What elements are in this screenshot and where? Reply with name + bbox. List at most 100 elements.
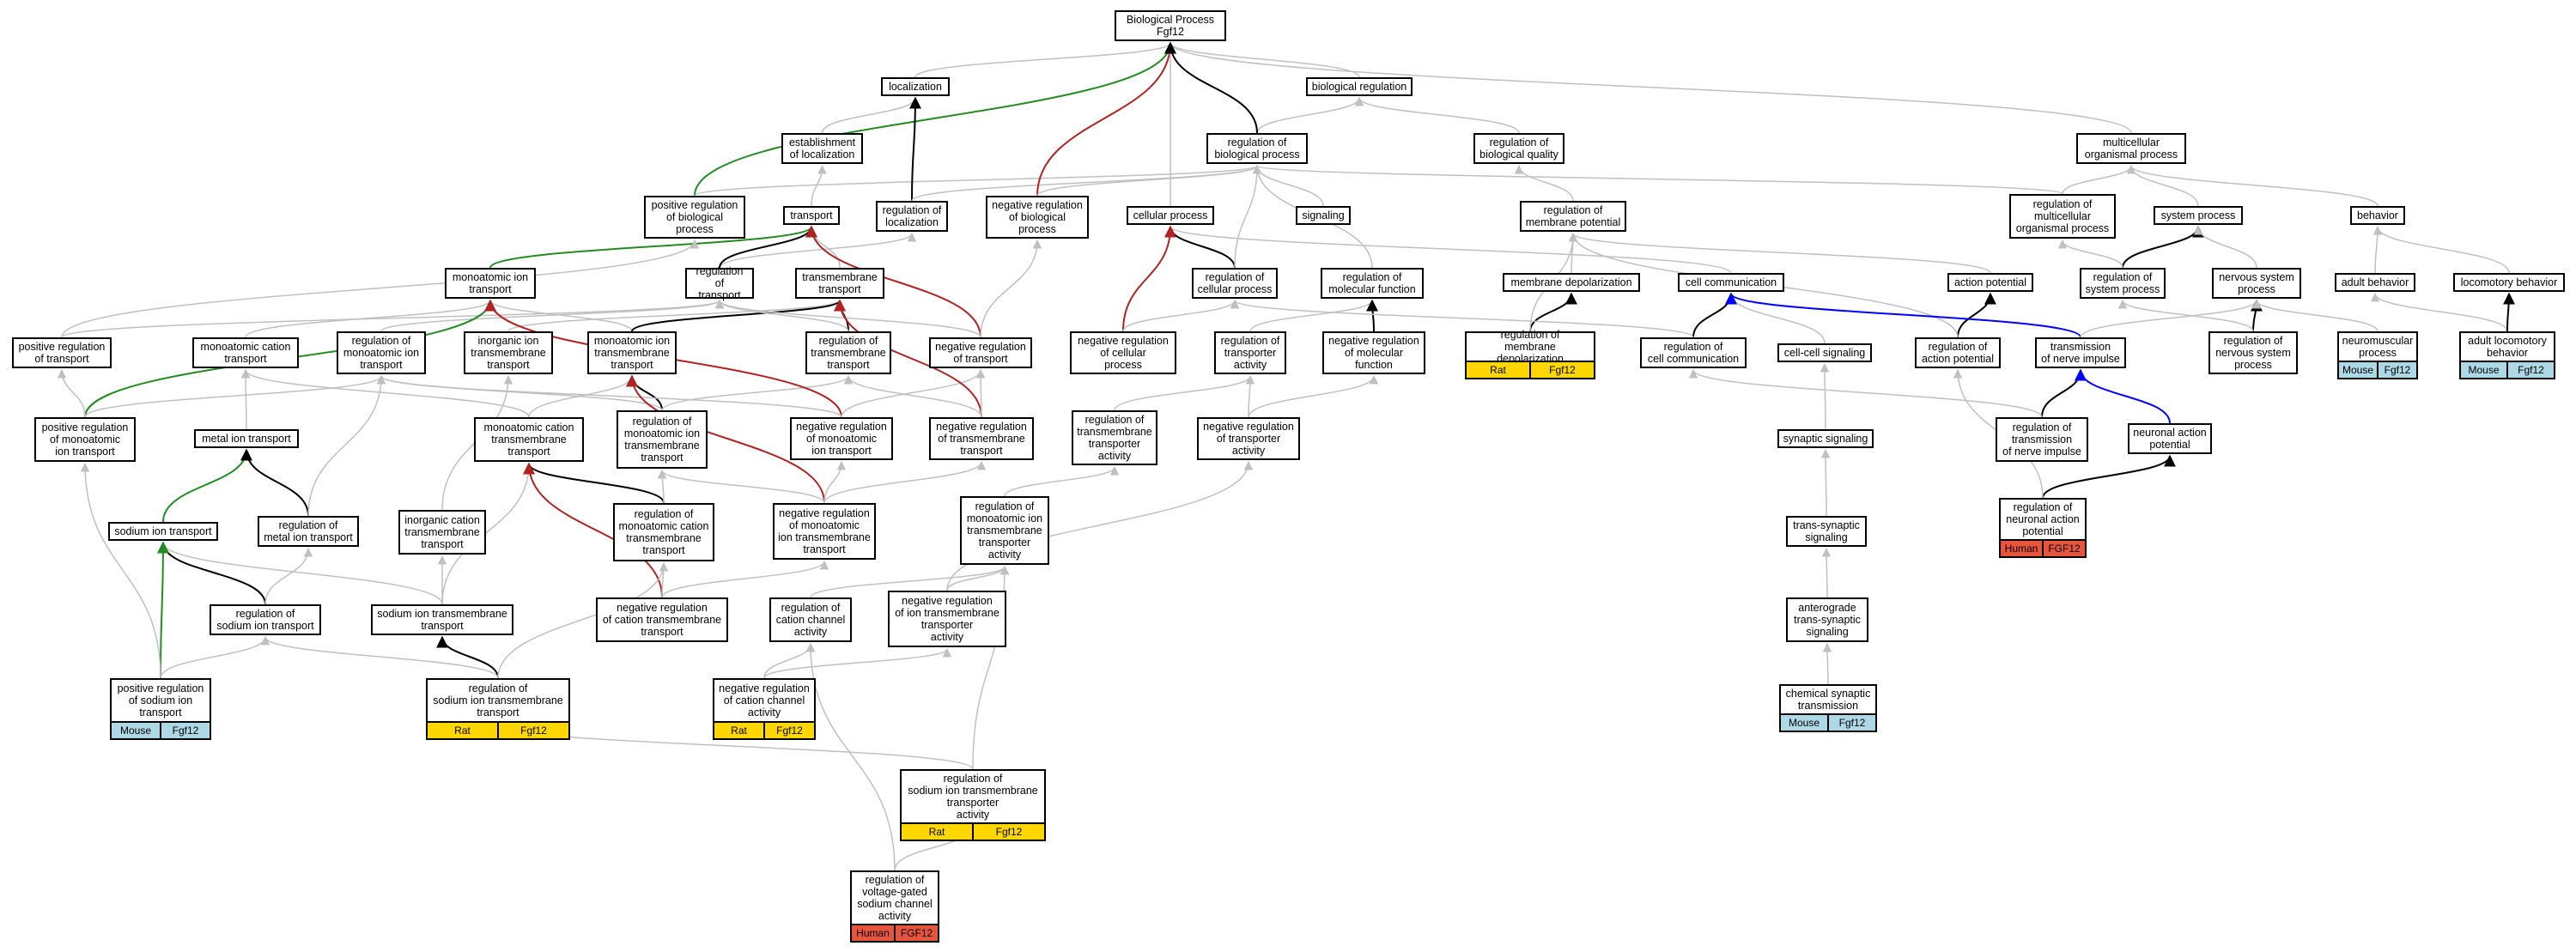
node-positive-regulation-of-biological-process[interactable]: positive regulation of biological proces… — [644, 196, 745, 239]
edge-negregiontmtransporter-to-regmonoiontmtransporter — [946, 565, 1010, 591]
node-metal-ion-transport[interactable]: metal ion transport — [194, 429, 299, 448]
node-monoatomic-cation-transport[interactable]: monoatomic cation transport — [192, 337, 299, 368]
node-inorganic-ion-transmembrane-transport[interactable]: inorganic ion transmembrane transport — [464, 331, 553, 374]
node-regulation-of-localization[interactable]: regulation of localization — [876, 201, 948, 232]
node-biological-regulation[interactable]: biological regulation — [1306, 77, 1413, 96]
node-regulation-of-cellular-process[interactable]: regulation of cellular process — [1192, 268, 1278, 299]
node-action-potential[interactable]: action potential — [1947, 273, 2033, 292]
gene-label: Fgf12 — [1827, 715, 1875, 731]
node-behavior[interactable]: behavior — [2350, 206, 2405, 225]
node-negative-regulation-of-monoatomic-ion-transport[interactable]: negative regulation of monoatomic ion tr… — [790, 417, 893, 460]
node-regulation-of-cation-channel-activity[interactable]: regulation of cation channel activity — [769, 597, 852, 642]
node-cellular-process[interactable]: cellular process — [1127, 206, 1214, 225]
node-regulation-of-monoatomic-ion-transmembrane-transport[interactable]: regulation of monoatomic ion transmembra… — [617, 410, 708, 469]
node-negative-regulation-of-ion-transmembrane-transporter-activity[interactable]: negative regulation of ion transmembrane… — [888, 591, 1006, 647]
node-regulation-of-sodium-ion-transmembrane-transporter-activity[interactable]: regulation of sodium ion transmembrane t… — [900, 769, 1046, 824]
edge-monoion-to-transport — [489, 225, 817, 269]
edge-posregmonoion-to-regmonoion — [84, 374, 386, 418]
node-regulation-of-membrane-potential[interactable]: regulation of membrane potential — [1520, 201, 1626, 232]
node-inorganic-cation-transmembrane-transport[interactable]: inorganic cation transmembrane transport — [398, 510, 486, 555]
node-negative-regulation-of-biological-process[interactable]: negative regulation of biological proces… — [986, 196, 1089, 239]
node-negative-regulation-of-cation-transmembrane-transport[interactable]: negative regulation of cation transmembr… — [596, 597, 728, 642]
node-regulation-of-cell-communication[interactable]: regulation of cell communication — [1640, 337, 1747, 368]
node-negative-regulation-of-monoatomic-ion-transmembrane-transport[interactable]: negative regulation of monoatomic ion tr… — [773, 503, 876, 560]
node-transmission-of-nerve-impulse[interactable]: transmission of nerve impulse — [2035, 337, 2126, 368]
node-monoatomic-ion-transport[interactable]: monoatomic ion transport — [445, 268, 536, 299]
node-negative-regulation-of-molecular-function[interactable]: negative regulation of molecular functio… — [1322, 331, 1425, 374]
node-locomotory-behavior[interactable]: locomotory behavior — [2453, 273, 2565, 292]
node-sodium-ion-transport[interactable]: sodium ion transport — [108, 522, 218, 541]
node-regulation-of-molecular-function[interactable]: regulation of molecular function — [1321, 268, 1424, 299]
node-regulation-of-action-potential[interactable]: regulation of action potential — [1915, 337, 2001, 368]
node-regulation-of-transmembrane-transport[interactable]: regulation of transmembrane transport — [805, 331, 891, 374]
edge-localization-to-bp — [914, 41, 1176, 78]
node-regulation-of-transport[interactable]: regulation of transport — [685, 265, 754, 301]
node-regulation-of-membrane-depolarization[interactable]: regulation of membrane depolarization — [1465, 329, 1595, 365]
node-negative-regulation-of-transporter-activity[interactable]: negative regulation of transporter activ… — [1197, 417, 1300, 460]
node-synaptic-signaling[interactable]: synaptic signaling — [1777, 429, 1874, 448]
node-negative-regulation-of-cellular-process[interactable]: negative regulation of cellular process — [1070, 331, 1176, 374]
node-regulation-of-multicellular-organismal-process[interactable]: regulation of multicellular organismal p… — [2009, 194, 2116, 239]
edge-inorgiontm-to-tmtransport — [507, 299, 845, 332]
node-transport[interactable]: transport — [783, 206, 840, 225]
node-regulation-of-system-process[interactable]: regulation of system process — [2080, 268, 2166, 299]
node-regulation-of-biological-quality[interactable]: regulation of biological quality — [1473, 133, 1564, 164]
node-cell-cell-signaling[interactable]: cell-cell signaling — [1777, 343, 1872, 362]
node-positive-regulation-of-monoatomic-ion-transport[interactable]: positive regulation of monoatomic ion tr… — [34, 417, 136, 462]
edge-adultloco-to-locobeh — [2502, 292, 2515, 332]
node-regulation-of-transmembrane-transporter-activity[interactable]: regulation of transmembrane transporter … — [1072, 410, 1157, 465]
node-nervous-system-process[interactable]: nervous system process — [2212, 268, 2301, 299]
edge-regcellproc-to-cellproc — [1164, 225, 1236, 269]
node-chemical-synaptic-transmission[interactable]: chemical synaptic transmission — [1779, 684, 1877, 715]
node-negative-regulation-of-transmembrane-transport[interactable]: negative regulation of transmembrane tra… — [929, 417, 1034, 460]
node-regulation-of-sodium-ion-transport[interactable]: regulation of sodium ion transport — [210, 604, 321, 635]
edge-regmonoiontmtransporter-to-regtmtransporteract — [1004, 465, 1120, 497]
node-neuromuscular-process[interactable]: neuromuscular process — [2337, 331, 2418, 362]
node-transmembrane-transport[interactable]: transmembrane transport — [795, 268, 884, 299]
edge-neuronactpot-to-transnerve — [2075, 368, 2171, 424]
node-localization[interactable]: localization — [881, 77, 950, 96]
node-negative-regulation-of-transport[interactable]: negative regulation of transport — [929, 337, 1032, 368]
gene-label: Fgf12 — [2506, 362, 2554, 378]
edge-negregtransport-to-regtransport — [714, 299, 981, 338]
node-regulation-of-monoatomic-ion-transmembrane-transporter-activity[interactable]: regulation of monoatomic ion transmembra… — [960, 496, 1049, 565]
node-neuronal-action-potential[interactable]: neuronal action potential — [2128, 423, 2212, 454]
node-cell-communication[interactable]: cell communication — [1678, 273, 1784, 292]
node-biological-process[interactable]: Biological Process Fgf12 — [1115, 10, 1226, 41]
node-trans-synaptic-signaling[interactable]: trans-synaptic signaling — [1786, 516, 1867, 547]
node-regulation-of-neuronal-action-potential[interactable]: regulation of neuronal action potential — [1999, 498, 2087, 541]
node-regulation-of-transmission-of-nerve-impulse[interactable]: regulation of transmission of nerve impu… — [1996, 417, 2088, 462]
node-regulation-of-metal-ion-transport[interactable]: regulation of metal ion transport — [258, 516, 359, 547]
edge-regmultorg-to-multorg — [2062, 164, 2136, 195]
node-regulation-of-nervous-system-process[interactable]: regulation of nervous system process — [2208, 331, 2298, 374]
edge-regsysproc-to-sysproc — [2122, 225, 2204, 269]
node-positive-regulation-of-sodium-ion-transport[interactable]: positive regulation of sodium ion transp… — [110, 678, 211, 723]
node-establishment-of-localization[interactable]: establishment of localization — [781, 133, 863, 164]
node-anterograde-trans-synaptic-signaling[interactable]: anterograde trans-synaptic signaling — [1786, 597, 1868, 642]
node-regulation-of-biological-process[interactable]: regulation of biological process — [1206, 133, 1308, 164]
edge-regnervsys-to-regsysproc — [2117, 299, 2254, 332]
node-regulation-of-sodium-ion-transmembrane-transport[interactable]: regulation of sodium ion transmembrane t… — [426, 678, 570, 723]
node-sodium-ion-transmembrane-transport[interactable]: sodium ion transmembrane transport — [371, 604, 513, 635]
edge-posregbp-to-bp — [694, 41, 1176, 197]
edge-transnerve-to-nervsys — [2080, 299, 2262, 338]
edge-regmonocationtm-to-regmonoiontm — [657, 469, 667, 504]
node-adult-locomotory-behavior[interactable]: adult locomotory behavior — [2459, 331, 2555, 362]
node-system-process[interactable]: system process — [2154, 206, 2243, 225]
node-membrane-depolarization[interactable]: membrane depolarization — [1503, 273, 1640, 292]
node-regulation-of-transporter-activity[interactable]: regulation of transporter activity — [1214, 331, 1286, 374]
node-monoatomic-cation-transmembrane-transport[interactable]: monoatomic cation transmembrane transpor… — [474, 417, 584, 462]
edge-negregcationtm-to-negregmonoiontm — [661, 560, 829, 598]
node-regulation-of-monoatomic-ion-transport[interactable]: regulation of monoatomic ion transport — [337, 331, 426, 374]
node-negative-regulation-of-cation-channel-activity[interactable]: negative regulation of cation channel ac… — [713, 678, 816, 723]
node-monoatomic-ion-transmembrane-transport[interactable]: monoatomic ion transmembrane transport — [587, 331, 677, 374]
node-signaling[interactable]: signaling — [1296, 206, 1351, 225]
node-regulation-of-monoatomic-cation-transmembrane-transport[interactable]: regulation of monoatomic cation transmem… — [613, 503, 714, 561]
node-adult-behavior[interactable]: adult behavior — [2335, 273, 2415, 292]
node-positive-regulation-of-transport[interactable]: positive regulation of transport — [12, 337, 112, 368]
species-label: Human — [852, 925, 894, 941]
node-regulation-of-voltage-gated-sodium-channel-activity[interactable]: regulation of voltage-gated sodium chann… — [850, 870, 939, 925]
node-multicellular-organismal-process[interactable]: multicellular organismal process — [2076, 133, 2186, 164]
